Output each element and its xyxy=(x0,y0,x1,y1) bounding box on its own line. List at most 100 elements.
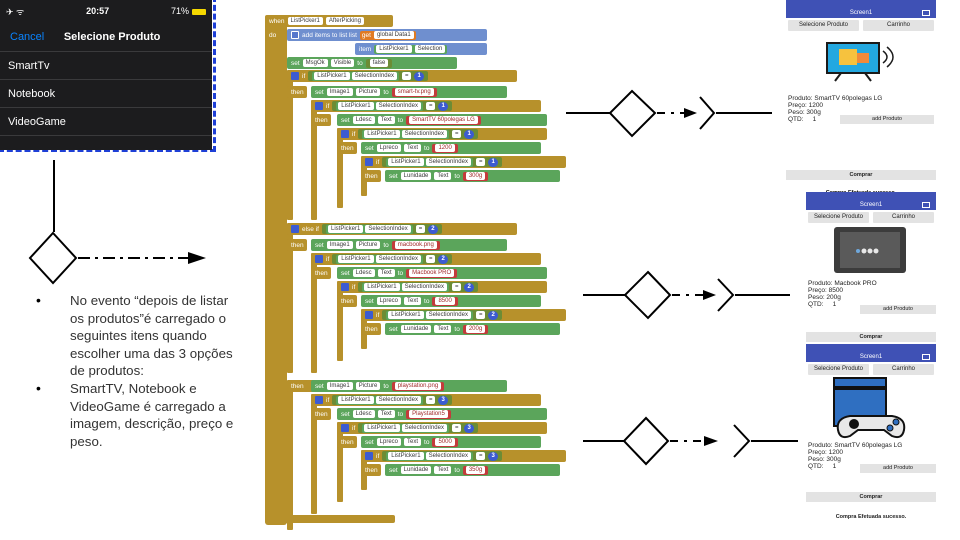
phone-buttons: Selecione Produto Carrinho xyxy=(806,362,936,377)
product-info: Produto: Macbook PRO Preço: 8500 Peso: 2… xyxy=(806,280,936,308)
picker-item-notebook[interactable]: Notebook xyxy=(0,80,212,108)
phone-status-bar xyxy=(786,0,936,8)
then-label[interactable]: then xyxy=(287,380,307,392)
product-weight: Peso: 300g xyxy=(788,109,821,116)
phone-screen-2: Screen1 Selecione Produto Carrinho Produ… xyxy=(806,192,936,342)
add-product-button[interactable]: add Produto xyxy=(860,305,936,314)
gear-icon xyxy=(315,255,323,263)
cancel-button[interactable]: Cancel xyxy=(10,30,45,43)
product-info: Produto: SmartTV 60polegas LG Preço: 120… xyxy=(786,95,936,123)
add-product-button[interactable]: add Produto xyxy=(840,115,934,124)
product-name: Produto: SmartTV 60polegas LG xyxy=(808,442,903,449)
phone-title-bar: Screen1 xyxy=(806,200,936,210)
product-qty: QTD: 1 xyxy=(808,301,837,308)
battery-icon xyxy=(192,8,206,15)
then-label[interactable]: then xyxy=(287,86,307,98)
smart-tv-image xyxy=(819,37,899,83)
nested-body xyxy=(337,128,343,208)
purchase-message: Compra Efetuada sucesso. xyxy=(835,514,907,520)
picker-item-videogame[interactable]: VideoGame xyxy=(0,108,212,136)
gear-icon xyxy=(365,452,373,460)
then-label[interactable]: then xyxy=(311,114,331,126)
picker-item-smarttv[interactable]: SmartTv xyxy=(0,52,212,80)
product-info: Produto: SmartTV 60polegas LG Preço: 120… xyxy=(806,442,936,470)
ios-status-bar: ✈ ᯤ 20:57 71% xyxy=(0,0,212,22)
buy-button[interactable]: Comprar xyxy=(806,492,936,502)
then-label[interactable]: then xyxy=(337,295,357,307)
decision-diamond xyxy=(623,270,672,320)
cart-button[interactable]: Carrinho xyxy=(873,364,934,375)
gear-icon xyxy=(341,283,349,291)
then-label[interactable]: then xyxy=(337,436,357,448)
product-price: Preço: 1200 xyxy=(808,449,844,456)
select-product-button[interactable]: Selecione Produto xyxy=(788,20,859,31)
picker-header: Cancel Selecione Produto xyxy=(0,22,212,52)
buy-button[interactable]: Comprar xyxy=(806,332,936,342)
then-label[interactable]: then xyxy=(361,464,381,476)
phone-buttons: Selecione Produto Carrinho xyxy=(786,18,936,33)
arrowhead xyxy=(188,252,206,264)
branch-body xyxy=(287,380,293,530)
decision-diamond xyxy=(608,89,657,138)
gear-icon xyxy=(315,102,323,110)
product-name: Produto: SmartTV 60polegas LG xyxy=(788,95,883,102)
event-block-footer xyxy=(265,515,395,523)
product-price: Preço: 8500 xyxy=(808,287,844,294)
then-label[interactable]: then xyxy=(311,267,331,279)
buy-button[interactable]: Comprar xyxy=(786,170,936,180)
status-time: 20:57 xyxy=(86,6,110,16)
phone-screen-3: Screen1 Selecione Produto Carrinho Produ… xyxy=(806,344,936,529)
gear-icon xyxy=(365,311,373,319)
product-name: Produto: Macbook PRO xyxy=(808,280,877,287)
select-product-button[interactable]: Selecione Produto xyxy=(808,212,869,223)
product-price: Preço: 1200 xyxy=(788,102,824,109)
product-weight: Peso: 200g xyxy=(808,294,841,301)
then-label[interactable]: then xyxy=(287,239,307,251)
then-label[interactable]: then xyxy=(337,142,357,154)
add-product-button[interactable]: add Produto xyxy=(860,464,936,473)
then-label[interactable]: then xyxy=(311,408,331,420)
phone-buttons: Selecione Produto Carrinho xyxy=(806,210,936,225)
nested-body xyxy=(337,281,343,361)
status-battery: 71% xyxy=(171,6,206,16)
book-icon xyxy=(922,354,930,360)
macbook-image xyxy=(834,227,906,273)
cart-button[interactable]: Carrinho xyxy=(873,212,934,223)
ios-list-picker: ✈ ᯤ 20:57 71% Cancel Selecione Produto S… xyxy=(0,0,212,150)
cart-button[interactable]: Carrinho xyxy=(863,20,934,31)
nested-body xyxy=(311,394,317,514)
select-product-button[interactable]: Selecione Produto xyxy=(808,364,869,375)
then-label[interactable]: then xyxy=(361,170,381,182)
nested-body xyxy=(337,422,343,502)
decision-diamond xyxy=(622,416,670,466)
bullet-item: No evento “depois de listar os produtos”… xyxy=(34,292,234,380)
then-label[interactable]: then xyxy=(361,323,381,335)
